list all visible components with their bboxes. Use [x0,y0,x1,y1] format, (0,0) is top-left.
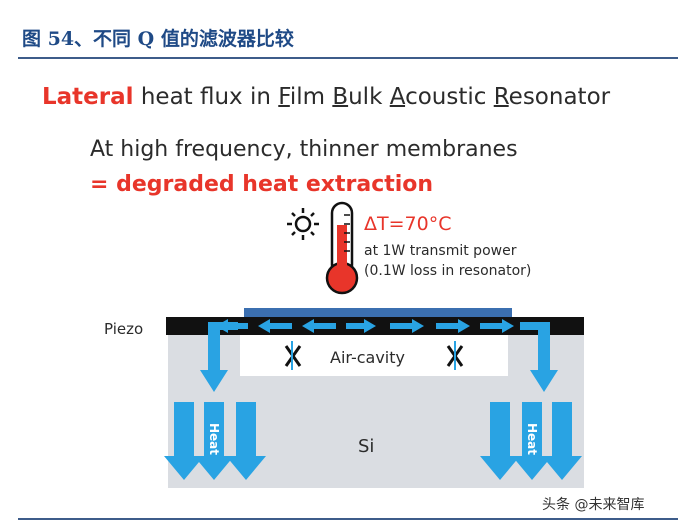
piezo-label: Piezo [104,320,144,338]
air-cavity-markers [284,341,464,370]
air-cavity-label: Air-cavity [330,348,405,367]
heat-arrows-left [164,402,266,480]
heat-arrow-l2 [194,402,234,480]
edge-arrow-left [200,322,238,392]
lateral-arrow-right-1 [346,319,376,333]
top-electrode [244,308,512,317]
heat-label-right: Heat [525,422,540,456]
lateral-arrow-right-4 [480,319,514,333]
heat-label-left: Heat [207,422,222,456]
subtitle-line-2: = degraded heat extraction [90,172,434,197]
lateral-arrow-right-3 [436,319,470,333]
heat-arrow-r3 [542,402,582,480]
edge-arrows [200,322,558,392]
heat-arrows-right [480,402,582,480]
sun-icon [287,208,319,240]
watermark: 头条 @未来智库 [542,497,645,513]
power-note-line-1: at 1W transmit power [364,243,517,259]
caption-divider [18,57,678,59]
figure-caption: 图 54、不同 Q 值的滤波器比较 [22,28,294,50]
heat-arrow-l3 [226,402,266,480]
delta-t-label: ΔT=70°C [364,213,452,235]
power-note-line-2: (0.1W loss in resonator) [364,263,532,279]
diagram-title: Lateral heat flux in Film Bulk Acoustic … [42,84,611,110]
si-label: Si [358,436,375,457]
heat-arrow-l1 [164,402,204,480]
lateral-arrow-left-2 [258,319,292,333]
thermometer-icon [325,201,359,295]
edge-arrow-right [520,322,558,392]
air-cavity [240,335,508,376]
heat-arrow-r2 [512,402,552,480]
lateral-arrow-right-2 [390,319,424,333]
lateral-arrow-left-3 [302,319,336,333]
footer-divider [18,518,678,520]
subtitle-line-1: At high frequency, thinner membranes [90,137,518,162]
heat-arrow-r1 [480,402,520,480]
